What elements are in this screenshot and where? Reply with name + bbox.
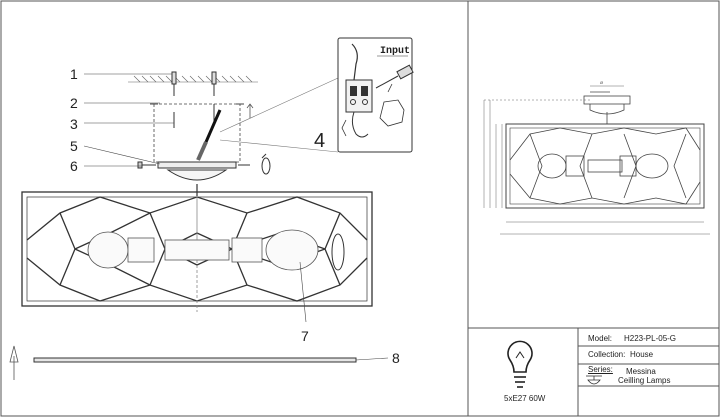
leader-8: [355, 357, 389, 361]
dimension-view: [505, 91, 705, 209]
decorative-ring-icon: [261, 157, 271, 175]
series-label: Series:: [588, 365, 613, 374]
up-arrow-icon: [9, 345, 19, 380]
ceiling-hatch: [128, 75, 258, 83]
callout-3: 3: [70, 116, 78, 132]
wiring-detail: Input: [219, 37, 414, 153]
wiring-input-label: Input: [380, 46, 410, 57]
callout-7: 7: [301, 328, 309, 344]
callout-1: 1: [70, 66, 78, 82]
series-value: Messina: [626, 367, 656, 376]
callout-4: 4: [314, 130, 325, 152]
ceiling-lamp-icon: [586, 375, 602, 385]
callout-2: 2: [70, 95, 78, 111]
up-arrow-small-icon: [246, 103, 254, 118]
category-value: Ceilling Lamps: [618, 376, 671, 385]
model-value: H223-PL-05-G: [624, 334, 677, 343]
dimension-lines: [483, 85, 710, 235]
light-bulb-icon: [507, 340, 533, 388]
mounting-screw: [173, 104, 215, 128]
collection-value: House: [630, 350, 654, 359]
callout-6: 6: [70, 158, 78, 174]
callout-8: 8: [392, 350, 400, 366]
bulb-spec: 5xE27 60W: [504, 394, 546, 403]
supply-wires: [196, 109, 222, 161]
ceiling-anchor-right: [211, 71, 217, 96]
ceiling-anchor-left: [171, 71, 177, 96]
collection-label: Collection:: [588, 350, 626, 359]
screwdriver-icon: [375, 64, 414, 89]
dim-top: Ø: [600, 80, 603, 85]
callout-leaders: [83, 73, 174, 167]
canopy: [166, 169, 228, 181]
title-block-grid: [468, 327, 719, 416]
leader-7: [299, 261, 307, 323]
side-ring-icon: [331, 233, 345, 271]
light-bulbs: [87, 229, 319, 271]
callout-5: 5: [70, 138, 78, 154]
mounting-box: [153, 103, 241, 163]
model-label: Model:: [588, 334, 613, 343]
mounting-plate: [157, 161, 237, 169]
bracket-screw: [137, 161, 250, 169]
glass-panel: [33, 357, 357, 363]
